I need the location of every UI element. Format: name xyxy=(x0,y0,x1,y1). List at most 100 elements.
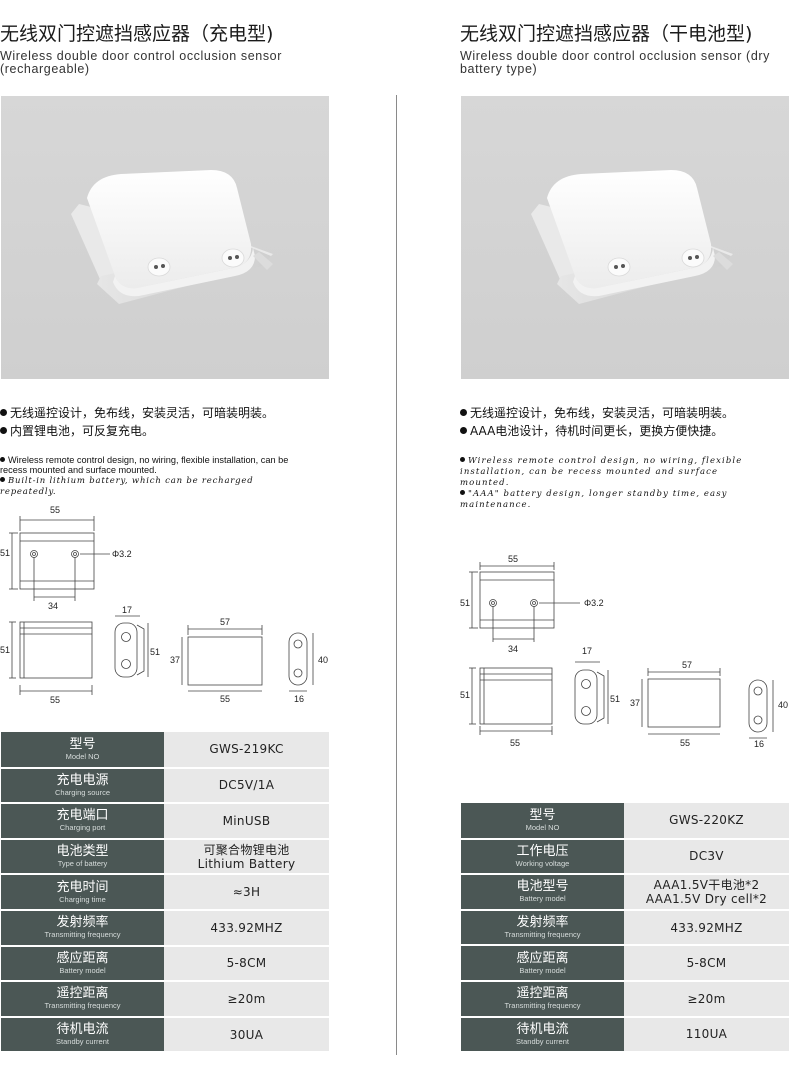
dim-label: 55 xyxy=(510,738,520,748)
spec-key-en: Battery model xyxy=(519,965,566,975)
dim-label: 17 xyxy=(582,646,592,656)
feature-list-cn: 无线遥控设计，免布线，安装灵活，可暗装明装。 内置锂电池，可反复充电。 xyxy=(0,404,340,440)
dim-label: Φ3.2 xyxy=(112,549,132,559)
sensor-device-image xyxy=(71,170,273,304)
product-title-cn: 无线双门控遮挡感应器（干电池型) xyxy=(460,23,753,45)
dim-label: 51 xyxy=(150,647,160,657)
dim-label: 55 xyxy=(680,738,690,748)
spec-key-en: Charging source xyxy=(54,787,111,797)
spec-value-cell: MinUSB xyxy=(164,803,329,840)
feature-item-en: Built-in lithium battery, which can be r… xyxy=(0,476,254,497)
spec-key-en: Battery model xyxy=(59,965,106,975)
spec-key-cn: 待机电流 xyxy=(516,1021,569,1037)
spec-value: DC3V xyxy=(689,849,724,864)
spec-value: ≈3H xyxy=(232,885,261,900)
spec-value: AAA1.5V干电池*2 xyxy=(653,877,760,892)
spec-value: 5-8CM xyxy=(686,956,727,971)
spec-key-en: Standby current xyxy=(56,1037,109,1047)
sensor-device-image xyxy=(531,170,733,304)
spec-value: MinUSB xyxy=(222,813,271,828)
bullet-icon xyxy=(0,427,7,434)
spec-key-en: Battery model xyxy=(519,894,566,904)
dim-label: 51 xyxy=(0,645,10,655)
spec-key-cn: 充电时间 xyxy=(56,879,109,895)
product-photo xyxy=(1,96,329,379)
bullet-icon xyxy=(0,457,5,462)
dim-label: 34 xyxy=(48,601,58,611)
spec-value-cell: DC3V xyxy=(624,838,789,876)
dim-label: 51 xyxy=(460,598,470,608)
spec-key-cn: 工作电压 xyxy=(516,843,569,859)
dim-label: 34 xyxy=(508,644,518,654)
spec-value-cell: 5-8CM xyxy=(624,945,789,982)
spec-value: GWS-220KZ xyxy=(669,813,744,828)
spec-key-en: Transmitting frequency xyxy=(44,930,121,940)
bullet-icon xyxy=(460,490,465,495)
spec-key-en: Type of battery xyxy=(57,859,108,869)
spec-key-en: Model NO xyxy=(65,751,100,761)
dimension-drawing-svg: 55 51 Φ3.2 34 51 55 17 51 57 37 55 16 40 xyxy=(460,554,788,749)
dim-label: Φ3.2 xyxy=(584,598,604,608)
dim-label: 37 xyxy=(630,698,640,708)
feature-list-cn: 无线遥控设计，免布线，安装灵活，可暗装明装。 AAA电池设计，待机时间更长，更换… xyxy=(460,404,790,440)
bullet-icon xyxy=(460,457,465,462)
bullet-icon xyxy=(0,409,7,416)
spec-key-en: Charging port xyxy=(59,823,106,833)
dim-label: 51 xyxy=(460,690,470,700)
feature-item: AAA电池设计，待机时间更长，更换方便快捷。 xyxy=(460,422,790,440)
product-title-en: Wireless double door control occlusion s… xyxy=(0,49,282,76)
spec-value: ≥20m xyxy=(687,991,726,1006)
spec-key-en: Charging time xyxy=(59,894,106,904)
feature-list-en: Wireless remote control design, no wirin… xyxy=(0,455,300,497)
spec-value-cell: 30UA xyxy=(164,1016,329,1054)
spec-key-cn: 型号 xyxy=(529,807,556,823)
dim-label: 55 xyxy=(220,694,230,704)
spec-key-cn: 充电电源 xyxy=(56,772,109,788)
dim-label: 51 xyxy=(0,548,10,558)
product-title-cn: 无线双门控遮挡感应器（充电型) xyxy=(0,23,274,45)
spec-key-en: Working voltage xyxy=(515,858,570,868)
spec-value-cell: 110UA xyxy=(624,1016,789,1054)
dimension-drawings: 55 51 Φ3.2 34 51 55 17 51 57 37 55 16 40 xyxy=(460,552,790,772)
spec-value-cell: GWS-219KC xyxy=(164,732,329,769)
spec-key-cn: 发射频率 xyxy=(516,915,569,931)
spec-key-cn: 遥控距离 xyxy=(56,986,109,1002)
feature-item: 无线遥控设计，免布线，安装灵活，可暗装明装。 xyxy=(460,404,790,422)
spec-value: 433.92MHZ xyxy=(210,920,283,935)
spec-value: 5-8CM xyxy=(226,956,267,971)
spec-key-en: Transmitting frequency xyxy=(504,1001,581,1011)
dim-label: 16 xyxy=(294,694,304,704)
spec-value-secondary: Lithium Battery xyxy=(197,856,296,871)
spec-value: 30UA xyxy=(229,1027,264,1042)
spec-value-cell: 5-8CM xyxy=(164,945,329,983)
dim-label: 16 xyxy=(754,739,764,749)
feature-list-en: Wireless remote control design, no wirin… xyxy=(460,455,765,510)
feature-item: 内置锂电池，可反复充电。 xyxy=(0,422,340,440)
dim-label: 40 xyxy=(778,700,788,710)
feature-item: 无线遥控设计，免布线，安装灵活，可暗装明装。 xyxy=(0,404,340,422)
spec-value-cell: DC5V/1A xyxy=(164,767,329,805)
product-column-rechargeable: 无线双门控遮挡感应器（充电型) Wireless double door con… xyxy=(0,0,340,1081)
bullet-icon xyxy=(460,427,467,434)
spec-key-en: Model NO xyxy=(525,822,560,832)
spec-key-cn: 感应距离 xyxy=(516,950,569,966)
dim-label: 57 xyxy=(682,660,692,670)
spec-key-cn: 型号 xyxy=(69,736,96,752)
